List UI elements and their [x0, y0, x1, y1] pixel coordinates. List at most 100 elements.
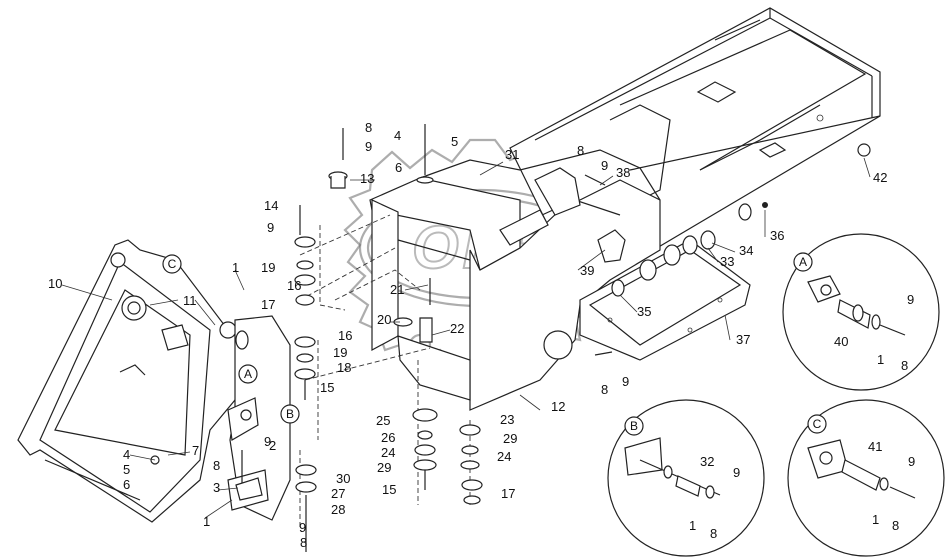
- part-label-p3: 3: [213, 480, 220, 495]
- part-label-p19a: 19: [261, 260, 275, 275]
- part-label-p8d: 8: [601, 382, 608, 397]
- part-label-p39: 39: [580, 263, 594, 278]
- part-label-p6b: 6: [123, 477, 130, 492]
- part-label-p34: 34: [739, 243, 753, 258]
- callout-circle-cA1: [238, 364, 258, 384]
- part-label-p9a: 9: [365, 139, 372, 154]
- part-label-p4a: 4: [394, 128, 401, 143]
- part-label-p40: 40: [834, 334, 848, 349]
- label-leaders: [61, 157, 871, 519]
- part-label-p15a: 15: [320, 380, 334, 395]
- part-label-p9c: 9: [601, 158, 608, 173]
- callout-letter-cC1: C: [168, 257, 177, 271]
- part-label-p42: 42: [873, 170, 887, 185]
- callout-letter-cA1: A: [244, 367, 252, 381]
- part-label-p33: 33: [720, 254, 734, 269]
- part-label-dB9: 9: [733, 465, 740, 480]
- part-label-p29a: 29: [377, 460, 391, 475]
- callout-letter-cB2: B: [630, 419, 638, 433]
- part-label-p11: 11: [183, 293, 197, 308]
- part-label-p29b: 29: [503, 431, 517, 446]
- part-label-p27: 27: [331, 486, 345, 501]
- part-label-p35: 35: [637, 304, 651, 319]
- part-label-p10: 10: [48, 276, 62, 291]
- callout-letter-cC2: C: [813, 417, 822, 431]
- loader-tower: [17, 239, 241, 523]
- part-label-dC1: 1: [872, 512, 879, 527]
- callout-letter-cB1: B: [286, 407, 294, 421]
- part-label-p17a: 17: [261, 297, 275, 312]
- part-label-p20: 20: [377, 312, 391, 327]
- part-label-p7: 7: [192, 443, 199, 458]
- part-label-p15b: 15: [382, 482, 396, 497]
- callout-letter-cA2: A: [799, 255, 807, 269]
- callout-cA1: A: [238, 364, 258, 384]
- leader-lines: [299, 214, 471, 530]
- part-label-p21: 21: [390, 282, 404, 297]
- part-label-p30: 30: [336, 471, 350, 486]
- part-label-p16b: 16: [338, 328, 352, 343]
- part-label-p12: 12: [551, 399, 565, 414]
- part-label-dB8: 8: [710, 526, 717, 541]
- callout-cB1: B: [280, 404, 300, 424]
- part-label-p1a: 1: [232, 260, 239, 275]
- callout-circle-cA2: [793, 252, 813, 272]
- part-label-p2: 2: [269, 438, 276, 453]
- part-label-p9b: 9: [267, 220, 274, 235]
- part-label-p23: 23: [500, 412, 514, 427]
- part-label-p9f: 9: [299, 520, 306, 535]
- part-number-labels: 1123445566788888999999101112131415151616…: [48, 120, 915, 550]
- detail-circle-b: [607, 399, 765, 557]
- callout-cB2: B: [624, 416, 644, 436]
- part-label-dA9: 9: [907, 292, 914, 307]
- part-label-p25: 25: [376, 413, 390, 428]
- part-label-p9e: 9: [622, 374, 629, 389]
- part-label-p26: 26: [381, 430, 395, 445]
- part-label-p32: 32: [700, 454, 714, 469]
- part-label-p18: 18: [337, 360, 351, 375]
- part-label-dC9: 9: [908, 454, 915, 469]
- part-label-p8b: 8: [577, 143, 584, 158]
- part-label-p38: 38: [616, 165, 630, 180]
- part-label-p8c: 8: [213, 458, 220, 473]
- callout-cC2: C: [807, 414, 827, 434]
- part-label-p17b: 17: [501, 486, 515, 501]
- part-label-p24b: 24: [497, 449, 511, 464]
- callout-circle-cB1: [280, 404, 300, 424]
- callout-cA2: A: [793, 252, 813, 272]
- part-label-p41: 41: [868, 439, 882, 454]
- part-label-p8e: 8: [300, 535, 307, 550]
- bushings: [611, 143, 871, 297]
- part-label-p4b: 4: [123, 447, 130, 462]
- part-label-p28: 28: [331, 502, 345, 517]
- part-label-p5b: 5: [123, 462, 130, 477]
- part-label-p13: 13: [360, 171, 374, 186]
- part-label-p9d: 9: [264, 434, 271, 449]
- part-label-dB1: 1: [689, 518, 696, 533]
- part-label-dA8: 8: [901, 358, 908, 373]
- part-label-p14: 14: [264, 198, 278, 213]
- detail-callouts: A B C A B C: [162, 252, 827, 436]
- hardware-stacks: [235, 124, 613, 552]
- part-label-p19b: 19: [333, 345, 347, 360]
- detail-circle-c: [787, 399, 945, 557]
- part-label-p8a: 8: [365, 120, 372, 135]
- callout-circle-cC2: [807, 414, 827, 434]
- part-label-dA1: 1: [877, 352, 884, 367]
- part-label-p31: 31: [505, 147, 519, 162]
- callout-circle-cC1: [162, 254, 182, 274]
- part-label-p24a: 24: [381, 445, 395, 460]
- front-frame: [369, 149, 661, 411]
- callout-circle-cB2: [624, 416, 644, 436]
- detail-circle-a: [782, 233, 940, 391]
- part-label-p16a: 16: [287, 278, 301, 293]
- part-label-p1b: 1: [203, 514, 210, 529]
- part-label-p36: 36: [770, 228, 784, 243]
- part-label-p5a: 5: [451, 134, 458, 149]
- part-label-p22: 22: [450, 321, 464, 336]
- part-label-p37: 37: [736, 332, 750, 347]
- part-label-dC8: 8: [892, 518, 899, 533]
- part-label-p6a: 6: [395, 160, 402, 175]
